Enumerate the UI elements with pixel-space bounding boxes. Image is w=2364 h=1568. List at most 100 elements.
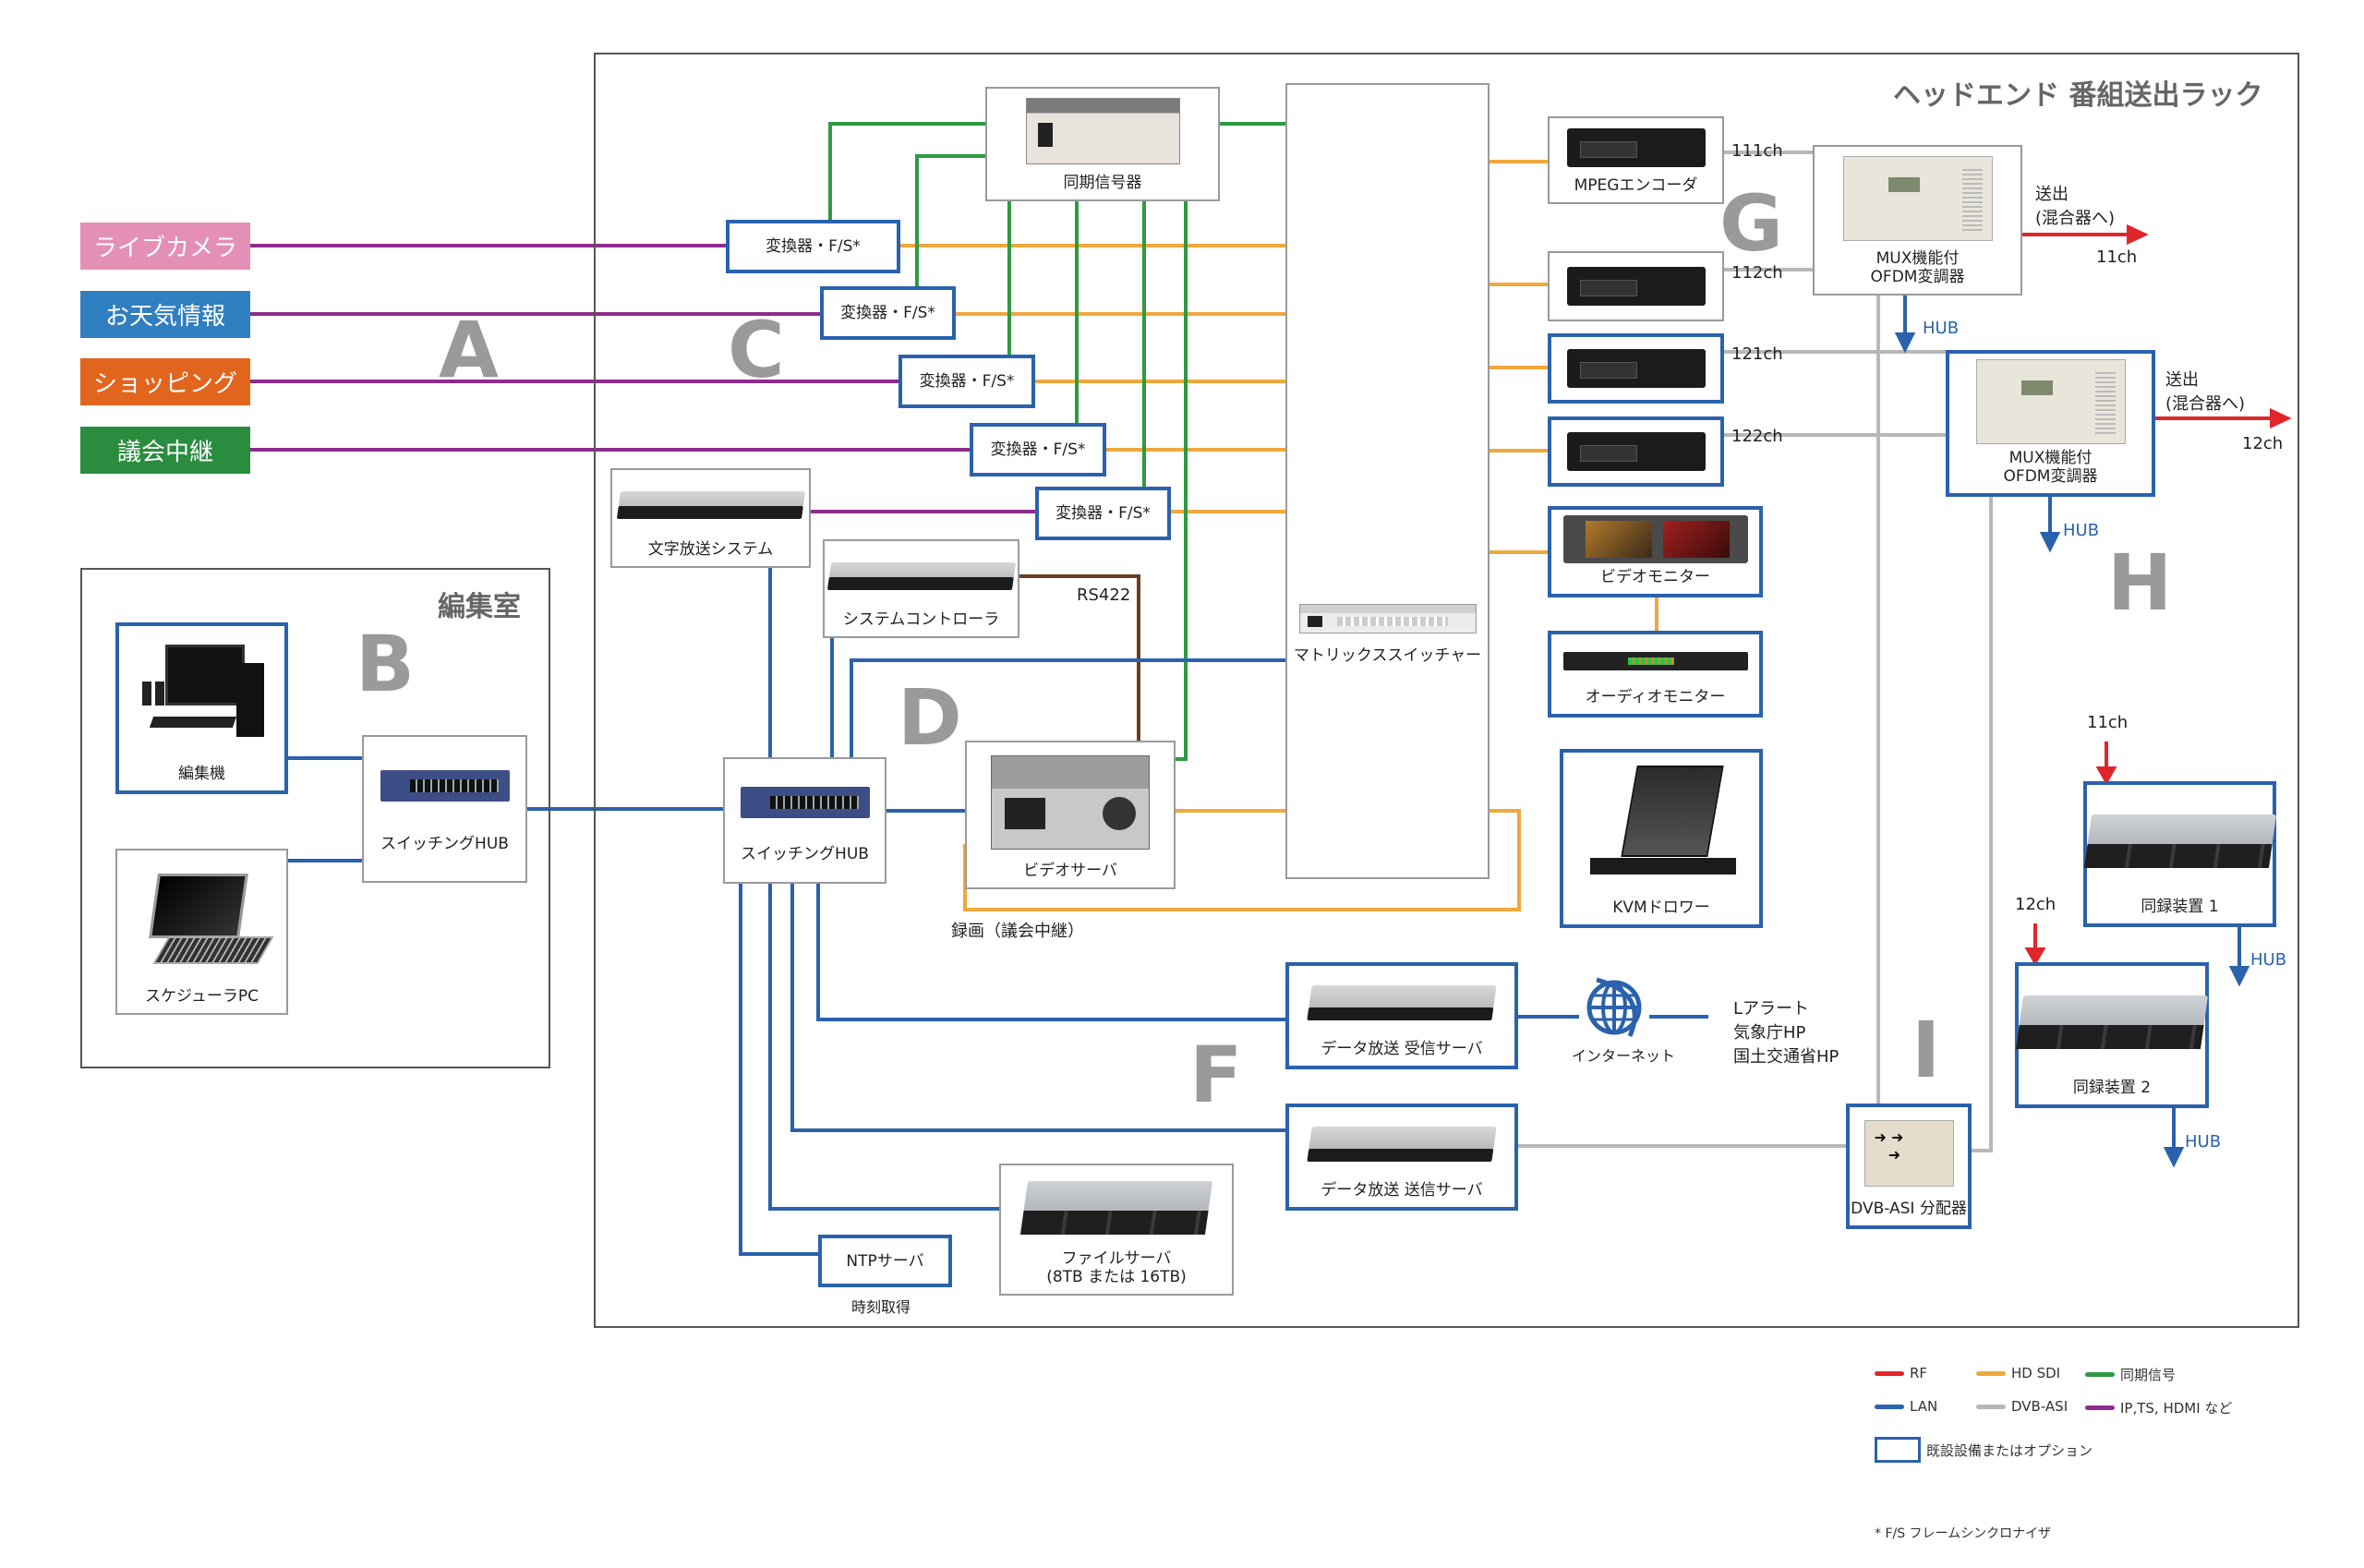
mpeg-encoder-112[interactable] (1548, 251, 1724, 321)
source-label: お天気情報 (104, 303, 225, 331)
file-server[interactable]: ファイルサーバ (8TB または 16TB) (999, 1164, 1234, 1296)
recorder-1[interactable]: 同録装置 1 (2083, 781, 2276, 927)
converter-fs-4[interactable]: 変換器・F/S* (970, 423, 1106, 476)
hub-arrows (1894, 296, 2250, 1168)
legend-swatch (1976, 1370, 2006, 1376)
channel-label-122: 122ch (1731, 427, 1783, 446)
hub-arrowhead-mux1 (1894, 332, 1916, 354)
hub-arrowhead-rec2 (2163, 1147, 2185, 1168)
hub-arrowhead-rec1 (2228, 966, 2250, 987)
encoder-image (1550, 118, 1722, 176)
send-label-1: 送出 (混合器へ) (2035, 185, 2116, 228)
sync-generator[interactable]: 同期信号器 (985, 87, 1220, 201)
recorder-2-label: 同録装置 2 (2072, 1079, 2152, 1097)
hub-arrowhead-mux2 (2039, 532, 2061, 553)
converter-fs-5[interactable]: 変換器・F/S* (1035, 487, 1171, 540)
recorder-image (2083, 785, 2276, 898)
legend-item-hd-sdi: HD SDI (1976, 1365, 2060, 1381)
kvm-image (1563, 753, 1759, 899)
matrix-switcher[interactable]: マトリックススイッチャー (1285, 83, 1490, 879)
scheduler-pc-label: スケジューラPC (145, 987, 259, 1006)
recorder-2[interactable]: 同録装置 2 (2015, 962, 2209, 1108)
section-letter-f: F (1189, 1030, 1243, 1120)
sync-generator-image (987, 89, 1218, 174)
rf-arrowhead-rec2 (2024, 947, 2046, 967)
converter-label: 変換器・F/S* (766, 237, 861, 256)
source-live-camera[interactable]: ライブカメラ (80, 223, 250, 270)
converter-fs-3[interactable]: 変換器・F/S* (899, 355, 1035, 408)
scheduler-pc[interactable]: スケジューラPC (115, 849, 288, 1015)
legend-item-sync: 同期信号 (2085, 1365, 2176, 1384)
edit-room-title: 編集室 (438, 591, 521, 623)
matrix-switcher-icon (1298, 604, 1477, 633)
converter-fs-2[interactable]: 変換器・F/S* (820, 286, 956, 340)
dvb-asi-image (1850, 1107, 1968, 1200)
legend-footnote: * F/S フレームシンクロナイザ (1875, 1524, 2051, 1542)
rf-arrow-12 (2270, 407, 2292, 429)
mpeg-encoder-121[interactable] (1548, 333, 1724, 404)
modulator-image (1949, 354, 2152, 449)
switching-hub-main[interactable]: スイッチングHUB (723, 757, 886, 884)
headend-rack-title: ヘッドエンド 番組送出ラック (1893, 79, 2263, 112)
asi-mux2-down (1972, 497, 1993, 1152)
kvm-drawer[interactable]: KVMドロワー (1560, 749, 1763, 928)
server-icon (826, 561, 1016, 590)
section-letter-h: H (2107, 537, 2173, 628)
recording-label: 録画（議会中継） (951, 922, 1084, 941)
hub-label-rec1: HUB (2250, 950, 2287, 970)
legend-item-rf: RF (1875, 1365, 1927, 1381)
modulator-icon (1975, 358, 2126, 444)
switching-hub-label: スイッチングHUB (380, 835, 509, 853)
system-controller-image (825, 541, 1018, 610)
video-monitor[interactable]: ビデオモニター (1548, 506, 1763, 597)
switching-hub-edit[interactable]: スイッチングHUB (362, 735, 527, 883)
tower-shape (235, 663, 264, 737)
video-server-image (967, 742, 1174, 862)
mpeg-encoder-111[interactable]: MPEGエンコーダ (1548, 116, 1724, 204)
video-server[interactable]: ビデオサーバ (965, 741, 1176, 889)
editing-workstation-label: 編集機 (178, 765, 225, 783)
file-server-image (1001, 1165, 1232, 1249)
source-shopping[interactable]: ショッピング (80, 358, 250, 405)
audio-monitor-icon (1562, 652, 1748, 670)
server-icon (1307, 1127, 1497, 1162)
audio-monitor-image (1551, 634, 1759, 688)
recorder-input-11ch: 11ch (2087, 713, 2129, 732)
video-monitor-icon (1562, 514, 1748, 563)
system-controller[interactable]: システムコントローラ (823, 539, 1019, 638)
mux-ofdm-modulator-2[interactable]: MUX機能付 OFDM変調器 (1946, 350, 2155, 497)
teletext-system[interactable]: 文字放送システム (610, 468, 811, 568)
hub-image (364, 737, 525, 835)
source-weather[interactable]: お天気情報 (80, 291, 250, 338)
legend-swatch (1875, 1404, 1904, 1409)
editing-workstation[interactable]: 編集機 (115, 622, 288, 794)
mux-modulator-label: MUX機能付 OFDM変調器 (1870, 249, 1965, 286)
kvm-drawer-label: KVMドロワー (1612, 899, 1710, 917)
rs422-label: RS422 (1077, 585, 1131, 605)
source-assembly-relay[interactable]: 議会中継 (80, 427, 250, 474)
teletext-image (612, 470, 809, 540)
modulator-image (1815, 147, 2020, 249)
ntp-server-label: NTPサーバ (846, 1251, 924, 1271)
legend-label: RF (1910, 1365, 1928, 1381)
mpeg-encoder-122[interactable] (1548, 416, 1724, 487)
editing-workstation-image (119, 626, 284, 765)
keyboard-shape (149, 717, 236, 728)
encoder-icon (1566, 349, 1706, 388)
encoder-icon (1566, 127, 1706, 167)
rf-lines (2022, 223, 2292, 967)
audio-monitor[interactable]: オーディオモニター (1548, 631, 1763, 718)
converter-fs-1[interactable]: 変換器・F/S* (726, 220, 900, 273)
mux-ofdm-modulator-1[interactable]: MUX機能付 OFDM変調器 (1813, 145, 2022, 296)
network-switch-icon (380, 770, 510, 802)
legend-label: 同期信号 (2120, 1367, 2177, 1383)
legend-swatch (2085, 1372, 2115, 1377)
section-letter-b: B (356, 619, 416, 709)
output-label-11ch: 11ch (2096, 247, 2138, 267)
dvb-asi-distributor[interactable]: DVB-ASI 分配器 (1846, 1104, 1972, 1229)
matrix-switcher-label: マトリックススイッチャー (1293, 646, 1482, 665)
data-broadcast-receive-server[interactable]: データ放送 受信サーバ (1285, 962, 1518, 1069)
channel-label-112: 112ch (1731, 263, 1783, 283)
ntp-server[interactable]: NTPサーバ (818, 1235, 952, 1287)
data-broadcast-send-server[interactable]: データ放送 送信サーバ (1285, 1104, 1518, 1211)
